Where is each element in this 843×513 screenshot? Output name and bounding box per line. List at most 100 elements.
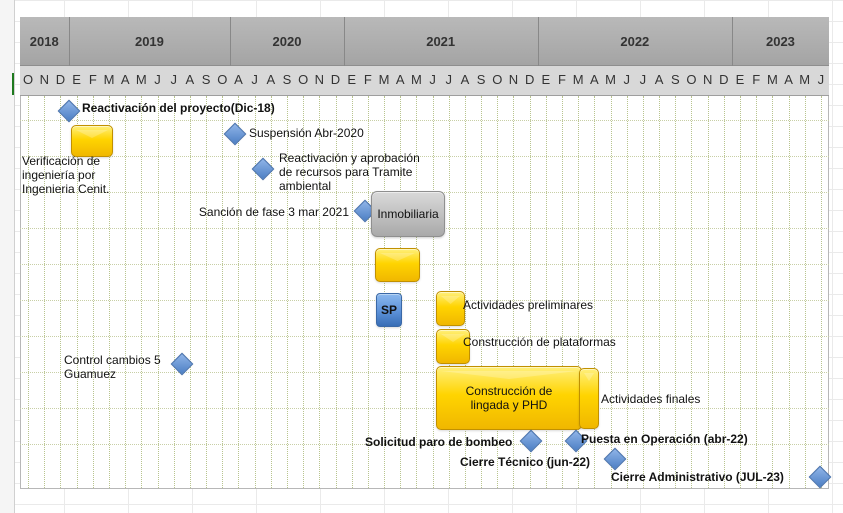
milestone-solicitud-paro: Solicitud paro de bombeo xyxy=(365,435,513,449)
task-inmobiliaria-bar: Inmobiliaria xyxy=(371,191,445,237)
month-label: J xyxy=(639,72,647,87)
month-label: J xyxy=(154,72,161,87)
year-divider xyxy=(343,17,345,66)
month-grid-line xyxy=(286,96,288,488)
month-label: J xyxy=(251,72,258,87)
month-label: F xyxy=(752,72,761,87)
month-label: F xyxy=(363,72,372,87)
task-actividades-finales-bar xyxy=(579,368,599,429)
month-grid-line xyxy=(141,96,143,488)
month-label: A xyxy=(460,72,470,87)
month-grid-line xyxy=(157,96,159,488)
month-label: E xyxy=(72,72,81,87)
milestone-suspension: Suspensión Abr-2020 xyxy=(249,126,364,140)
month-grid-line xyxy=(545,96,547,488)
month-grid-line xyxy=(367,96,369,488)
row-guide xyxy=(20,372,829,373)
month-label: N xyxy=(314,72,325,87)
month-grid-line xyxy=(108,96,110,488)
year-divider xyxy=(731,17,733,66)
month-grid-line xyxy=(481,96,483,488)
month-label: M xyxy=(572,72,584,87)
month-label: J xyxy=(429,72,436,87)
task-actividades-finales-label: Actividades finales xyxy=(601,392,701,406)
row-guide xyxy=(20,120,829,121)
year-divider xyxy=(537,17,539,66)
month-label: J xyxy=(445,72,453,87)
month-label: N xyxy=(39,72,49,87)
row-guide xyxy=(20,408,829,409)
month-label: J xyxy=(170,72,177,87)
month-label: A xyxy=(266,72,276,87)
task-bar-2021-a xyxy=(375,248,420,282)
row-guide xyxy=(20,300,829,301)
month-grid-line xyxy=(820,96,822,488)
month-grid-line xyxy=(707,96,709,488)
month-grid-line xyxy=(351,96,353,488)
month-grid-line xyxy=(513,96,515,488)
month-grid-line xyxy=(319,96,321,488)
year-divider xyxy=(68,17,70,66)
month-grid-line xyxy=(206,96,208,488)
year-label: 2018 xyxy=(29,34,59,49)
month-label: A xyxy=(120,72,130,87)
month-label: O xyxy=(298,72,309,87)
month-label: D xyxy=(55,72,66,87)
month-grid-line xyxy=(28,96,30,488)
milestone-sancion-fase: Sanción de fase 3 mar 2021 xyxy=(198,205,349,219)
month-label: A xyxy=(395,72,405,87)
month-label: F xyxy=(88,72,97,87)
month-label: M xyxy=(766,72,778,87)
year-label: 2021 xyxy=(426,34,456,49)
month-grid-line xyxy=(626,96,628,488)
row-guide xyxy=(20,156,829,157)
month-grid-line xyxy=(562,96,564,488)
task-sp-bar: SP xyxy=(376,293,402,327)
row-guide xyxy=(20,264,829,265)
year-label: 2022 xyxy=(620,34,650,49)
year-label: 2019 xyxy=(134,34,164,49)
month-label: A xyxy=(784,72,793,87)
month-label: N xyxy=(702,72,713,87)
month-grid-line xyxy=(125,96,127,488)
month-label: E xyxy=(735,72,745,87)
spreadsheet-row-header xyxy=(0,0,15,513)
month-label: O xyxy=(217,72,228,87)
month-label: S xyxy=(476,72,486,87)
month-grid-line xyxy=(400,96,402,488)
month-grid-line xyxy=(497,96,499,488)
month-grid-line xyxy=(578,96,580,488)
month-label: M xyxy=(799,72,811,87)
month-grid-line xyxy=(772,96,774,488)
month-grid-line xyxy=(76,96,78,488)
month-grid-line xyxy=(173,96,175,488)
task-construccion-plataformas-bar xyxy=(436,329,470,364)
task-inmobiliaria-label: Inmobiliaria xyxy=(377,207,439,221)
month-grid-line xyxy=(254,96,256,488)
month-grid-line xyxy=(804,96,806,488)
month-label: A xyxy=(185,72,195,87)
month-grid-line xyxy=(335,96,337,488)
milestone-reactivacion-proyecto: Reactivación del proyecto(Dic-18) xyxy=(82,101,275,115)
row-guide xyxy=(20,444,829,445)
month-grid-line xyxy=(432,96,434,488)
month-header-band xyxy=(20,66,829,96)
month-grid-line xyxy=(92,96,94,488)
task-construccion-plataformas-label: Construcción de plataformas xyxy=(463,335,616,349)
month-grid-line xyxy=(642,96,644,488)
month-label: O xyxy=(23,72,34,87)
month-grid-line xyxy=(189,96,191,488)
month-grid-line xyxy=(464,96,466,488)
month-grid-line xyxy=(788,96,790,488)
month-label: J xyxy=(623,72,631,87)
month-label: A xyxy=(590,72,599,87)
month-grid-line xyxy=(303,96,305,488)
month-label: S xyxy=(670,72,680,87)
year-label: 2023 xyxy=(765,34,795,49)
task-construccion-lingada-bar: Construcción de lingada y PHD xyxy=(436,366,582,430)
month-label: O xyxy=(492,72,503,87)
milestone-reactivacion-recursos: Reactivación y aprobación de recursos pa… xyxy=(279,151,420,193)
milestone-control-cambios: Control cambios 5 Guamuez xyxy=(64,353,161,381)
milestone-cierre-administrativo: Cierre Administrativo (JUL-23) xyxy=(611,470,784,484)
month-grid-line xyxy=(691,96,693,488)
